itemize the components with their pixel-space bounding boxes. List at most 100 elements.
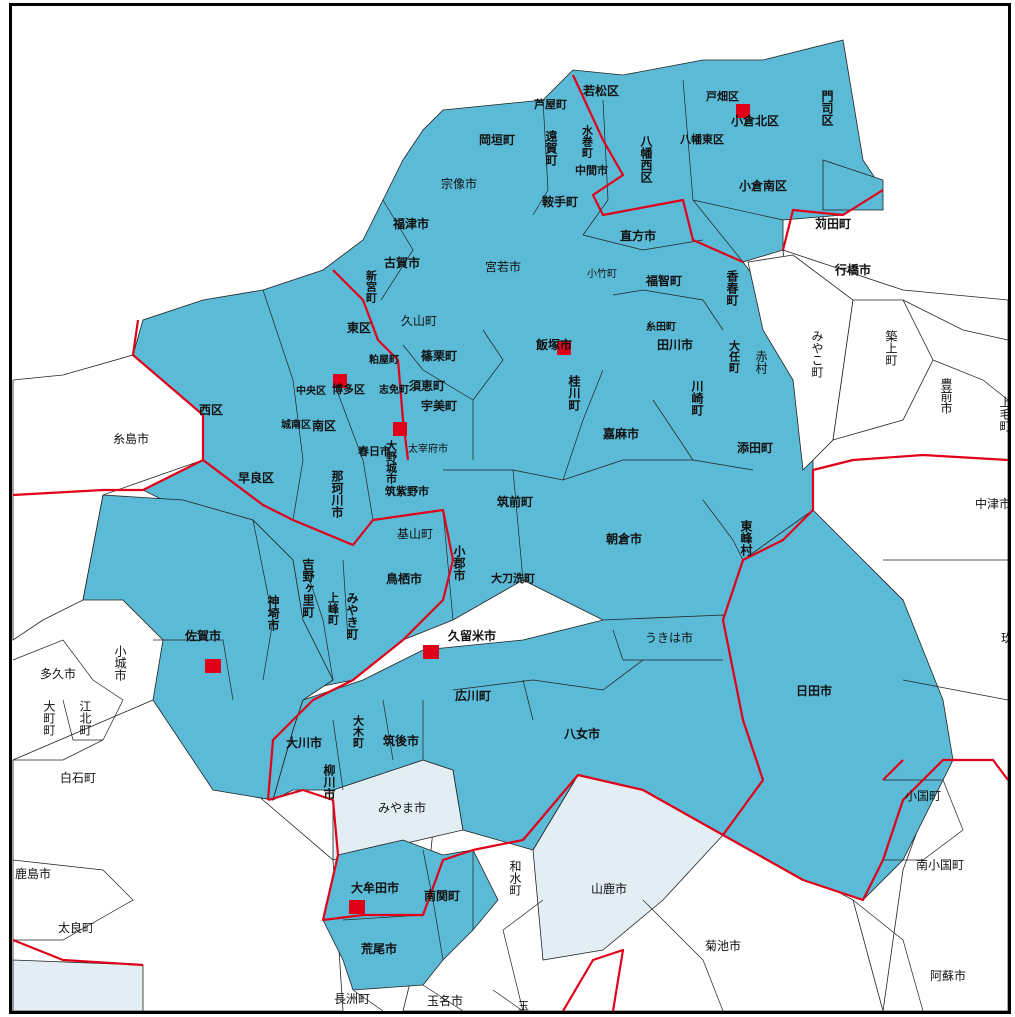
label-shiroishi: 白石町 [60, 770, 96, 785]
label-dazaifu: 太宰府市 [408, 442, 448, 455]
label-kasuya: 粕屋町 [369, 353, 399, 366]
region-chikujo[interactable] [832, 299, 934, 441]
label-yahatanishi: 八幡西区 [639, 135, 653, 184]
label-yanagawa: 柳川市 [322, 763, 336, 801]
label-mizumaki: 水巻町 [581, 124, 595, 159]
label-miyawaka: 宮若市 [485, 259, 521, 274]
label-kawara: 香春町 [725, 269, 739, 307]
label-aso: 阿蘇市 [930, 968, 966, 983]
label-munakata: 宗像市 [441, 176, 477, 191]
label-onga: 遠賀町 [544, 129, 558, 167]
label-kashima: 鹿島市 [15, 866, 51, 881]
label-nagasu: 長洲町 [334, 992, 370, 1006]
label-arao: 荒尾市 [360, 941, 397, 956]
region-west-land [12, 354, 204, 641]
label-kusu: 玖 [1001, 631, 1008, 645]
label-kohoku: 江北町 [78, 700, 92, 736]
label-okagaki: 岡垣町 [479, 132, 515, 147]
label-koga: 古賀市 [384, 255, 420, 270]
label-yahatahigashi: 八幡東区 [679, 132, 724, 146]
marker-kasuga [393, 422, 407, 436]
label-itoshima: 糸島市 [113, 431, 149, 446]
marker-kurume [423, 645, 439, 659]
label-kikuchi: 菊池市 [705, 938, 741, 953]
label-chikugo: 筑後市 [383, 733, 419, 748]
label-nakama: 中間市 [575, 163, 608, 177]
label-shingu: 新宮町 [365, 269, 378, 304]
label-kawasaki: 川崎町 [690, 380, 704, 417]
label-kokurakita: 小倉北区 [731, 113, 779, 128]
label-fukuchi: 福智町 [645, 273, 682, 288]
label-fukutsu: 福津市 [392, 216, 429, 231]
label-toho: 東峰村 [739, 519, 753, 557]
label-kanda: 苅田町 [815, 216, 851, 231]
label-kurume: 久留米市 [448, 628, 496, 643]
label-ogi: 小城市 [113, 645, 127, 681]
label-soeda: 添田町 [737, 440, 773, 455]
label-higashiku: 東区 [347, 320, 371, 335]
label-nakatsu: 中津市 [975, 496, 1008, 511]
label-kamige: 上毛町 [998, 396, 1008, 432]
label-onojo: 大野城市 [385, 439, 398, 485]
label-omachi: 大町町 [42, 700, 56, 736]
label-hirokawa: 広川町 [455, 688, 491, 703]
label-okawa: 大川市 [286, 735, 322, 750]
label-ukiha: うきは市 [645, 630, 693, 645]
label-sue: 須恵町 [408, 378, 445, 393]
label-yukuhashi: 行橋市 [834, 262, 871, 277]
label-sawara: 早良区 [238, 470, 274, 485]
label-kama: 嘉麻市 [602, 426, 639, 441]
label-miyaki: みやき町 [345, 592, 359, 641]
label-miyama: みやま市 [378, 800, 426, 815]
label-tobata: 戸畑区 [706, 90, 739, 103]
label-asakura: 朝倉市 [606, 531, 642, 546]
label-yamaga: 山鹿市 [591, 881, 627, 896]
label-hisayama: 久山町 [401, 314, 437, 328]
label-chikuzen: 筑前町 [497, 494, 533, 509]
label-shime: 志免町 [379, 383, 409, 396]
label-akamura: 赤村 [754, 350, 768, 374]
label-kotake: 小竹町 [587, 267, 617, 280]
label-buzen: 豊前市 [939, 378, 953, 414]
label-gyokuto: 玉東町 [517, 1000, 530, 1011]
label-chuo: 中央区 [296, 384, 326, 397]
municipal-boundaries [12, 79, 1008, 1011]
label-saga: 佐賀市 [184, 628, 221, 643]
region-moji-island[interactable] [822, 159, 884, 211]
label-nishiku: 西区 [199, 403, 223, 417]
label-wakamatsu: 若松区 [582, 83, 619, 98]
label-ashiya: 芦屋町 [534, 97, 567, 111]
region-bottom-left [12, 959, 144, 1011]
label-keisen: 桂川町 [567, 374, 581, 412]
marker-hakata [333, 374, 347, 388]
label-tamana: 玉名市 [427, 993, 463, 1008]
label-hita: 日田市 [796, 683, 832, 698]
label-minamioguni: 南小国町 [916, 857, 964, 872]
label-nogata: 直方市 [620, 228, 656, 243]
marker-saga [205, 659, 221, 673]
label-kurate: 鞍手町 [542, 194, 578, 209]
marker-kokurakita [736, 104, 750, 118]
label-nagomi: 和水町 [508, 860, 522, 896]
label-miyako: みやこ町 [810, 330, 824, 378]
label-moji: 門司区 [820, 90, 834, 127]
label-tara: 太良町 [58, 920, 94, 935]
label-kiyama: 基山町 [397, 527, 433, 541]
label-umi: 宇美町 [421, 398, 457, 413]
marker-omuta [349, 900, 365, 914]
label-taku: 多久市 [40, 666, 76, 681]
city-markers [205, 104, 750, 914]
label-tosu: 鳥栖市 [386, 571, 422, 586]
label-minamiku: 南区 [312, 418, 336, 433]
label-kanzaki: 神埼市 [266, 594, 280, 632]
label-itoda: 糸田町 [646, 320, 676, 333]
region-miyako[interactable] [747, 254, 854, 471]
label-iizuka: 飯塚市 [535, 337, 572, 352]
label-jonan: 城南区 [281, 418, 311, 431]
label-yame: 八女市 [563, 726, 600, 741]
label-oto: 大任町 [728, 339, 742, 374]
label-kokuraminami: 小倉南区 [739, 178, 787, 193]
municipality-map[interactable]: 若松区 芦屋町 戸畑区 小倉北区 門司区 岡垣町 遠賀町 水巻町 中間市 八幡西… [12, 6, 1008, 1011]
label-tagawa: 田川市 [657, 337, 693, 352]
label-kasuga: 春日市 [358, 444, 391, 458]
